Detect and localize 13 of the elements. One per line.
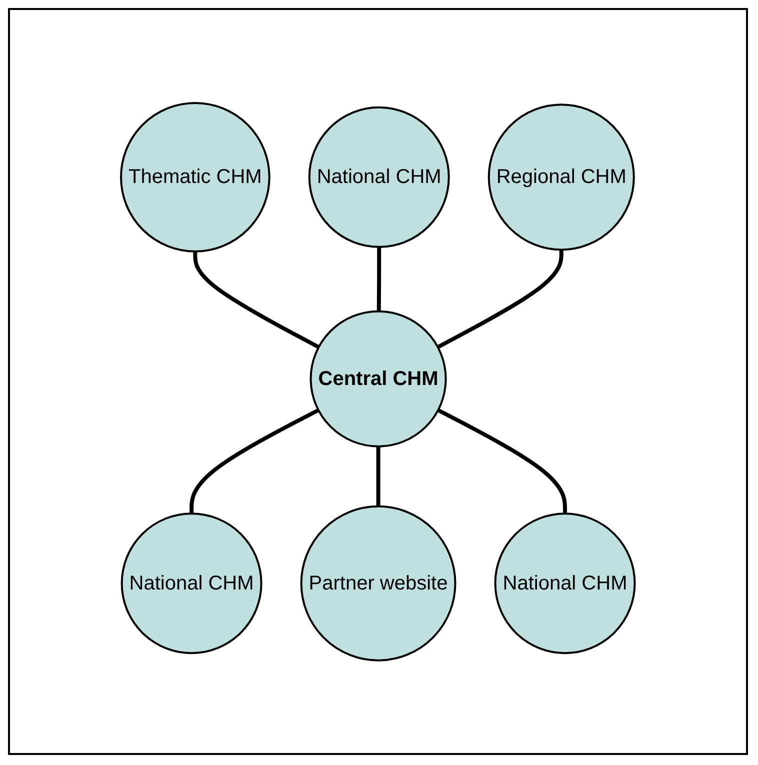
node-circle: National CHM [494, 512, 636, 654]
node-circle: National CHM [308, 106, 450, 248]
connector [376, 446, 380, 506]
connector [437, 250, 564, 349]
node-circle: Central CHM [310, 310, 447, 448]
node-circle: Thematic CHM [120, 102, 270, 252]
node-circle: Regional CHM [488, 103, 636, 251]
connector [376, 246, 382, 312]
node-circle: National CHM [120, 512, 262, 654]
connector [437, 408, 568, 514]
connector [193, 251, 320, 349]
node-circle: Partner website [300, 505, 456, 662]
connector [190, 408, 320, 514]
